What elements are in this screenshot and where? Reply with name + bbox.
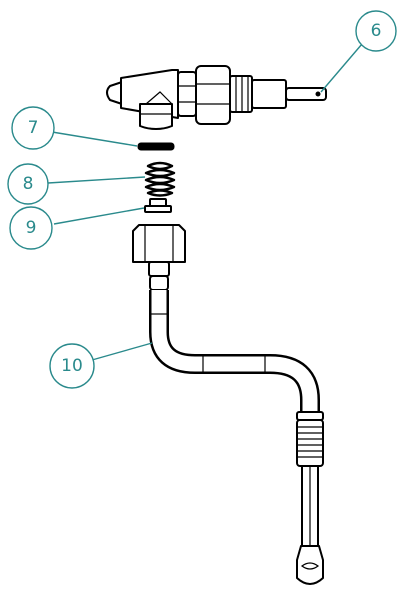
callout-8: 8 — [7, 163, 49, 205]
leader-7 — [51, 131, 138, 147]
callout-6-label: 6 — [371, 21, 382, 41]
leader-8 — [47, 176, 146, 184]
callout-10: 10 — [49, 343, 95, 389]
part-10-bent-tube-assembly — [132, 224, 324, 585]
callout-7-label: 7 — [28, 118, 39, 138]
leader-lines — [47, 43, 363, 361]
callout-9-label: 9 — [26, 218, 37, 238]
callout-8-label: 8 — [23, 174, 34, 194]
part-7-o-ring — [137, 142, 175, 151]
callout-6: 6 — [355, 10, 397, 52]
leader-10 — [91, 342, 153, 361]
leader-6 — [320, 43, 363, 93]
callout-10-label: 10 — [61, 356, 83, 376]
callout-9: 9 — [9, 206, 53, 250]
leader-9 — [53, 207, 145, 225]
part-9-insert-sleeve — [144, 198, 172, 213]
callout-7: 7 — [11, 106, 55, 150]
part-6-tee-valve-fitting — [106, 65, 327, 130]
part-8-spring — [144, 161, 176, 197]
